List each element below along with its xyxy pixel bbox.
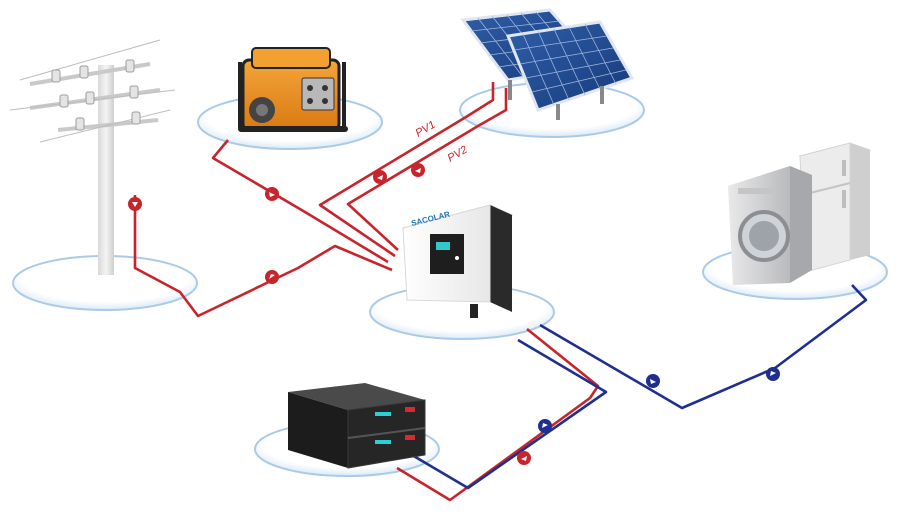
flow-markers — [128, 163, 780, 465]
utility-pole-icon — [9, 39, 176, 275]
flow-arrow-battery-dc — [538, 419, 552, 433]
washing-machine-icon — [728, 166, 812, 285]
battery-dc-line — [411, 338, 608, 490]
solar-panel-front — [505, 20, 635, 120]
generator-line — [211, 139, 389, 264]
pv2-label: PV2 — [446, 144, 470, 165]
battery-ac-line — [396, 327, 600, 502]
generator-icon — [238, 47, 348, 132]
appliances-icon — [728, 142, 872, 285]
appliance-line — [539, 284, 868, 410]
solar-panel-icon — [460, 8, 635, 120]
grid-line — [133, 195, 393, 318]
flow-arrow-pv1 — [373, 170, 387, 184]
flow-arrow-pv2 — [411, 163, 425, 177]
pv1-line — [318, 82, 495, 258]
flow-arrow-grid-2 — [265, 270, 279, 284]
flow-arrow-grid — [128, 197, 142, 211]
inverter-icon: SACOLAR — [401, 204, 514, 318]
pv2-line — [346, 88, 508, 251]
fridge-icon — [798, 142, 872, 273]
battery-rack-icon — [288, 383, 426, 469]
flow-arrow-generator — [265, 187, 279, 201]
flow-arrow-battery-ac — [517, 451, 531, 465]
flow-arrow-appliance-2 — [766, 367, 780, 381]
flow-arrow-appliance-1 — [646, 374, 660, 388]
